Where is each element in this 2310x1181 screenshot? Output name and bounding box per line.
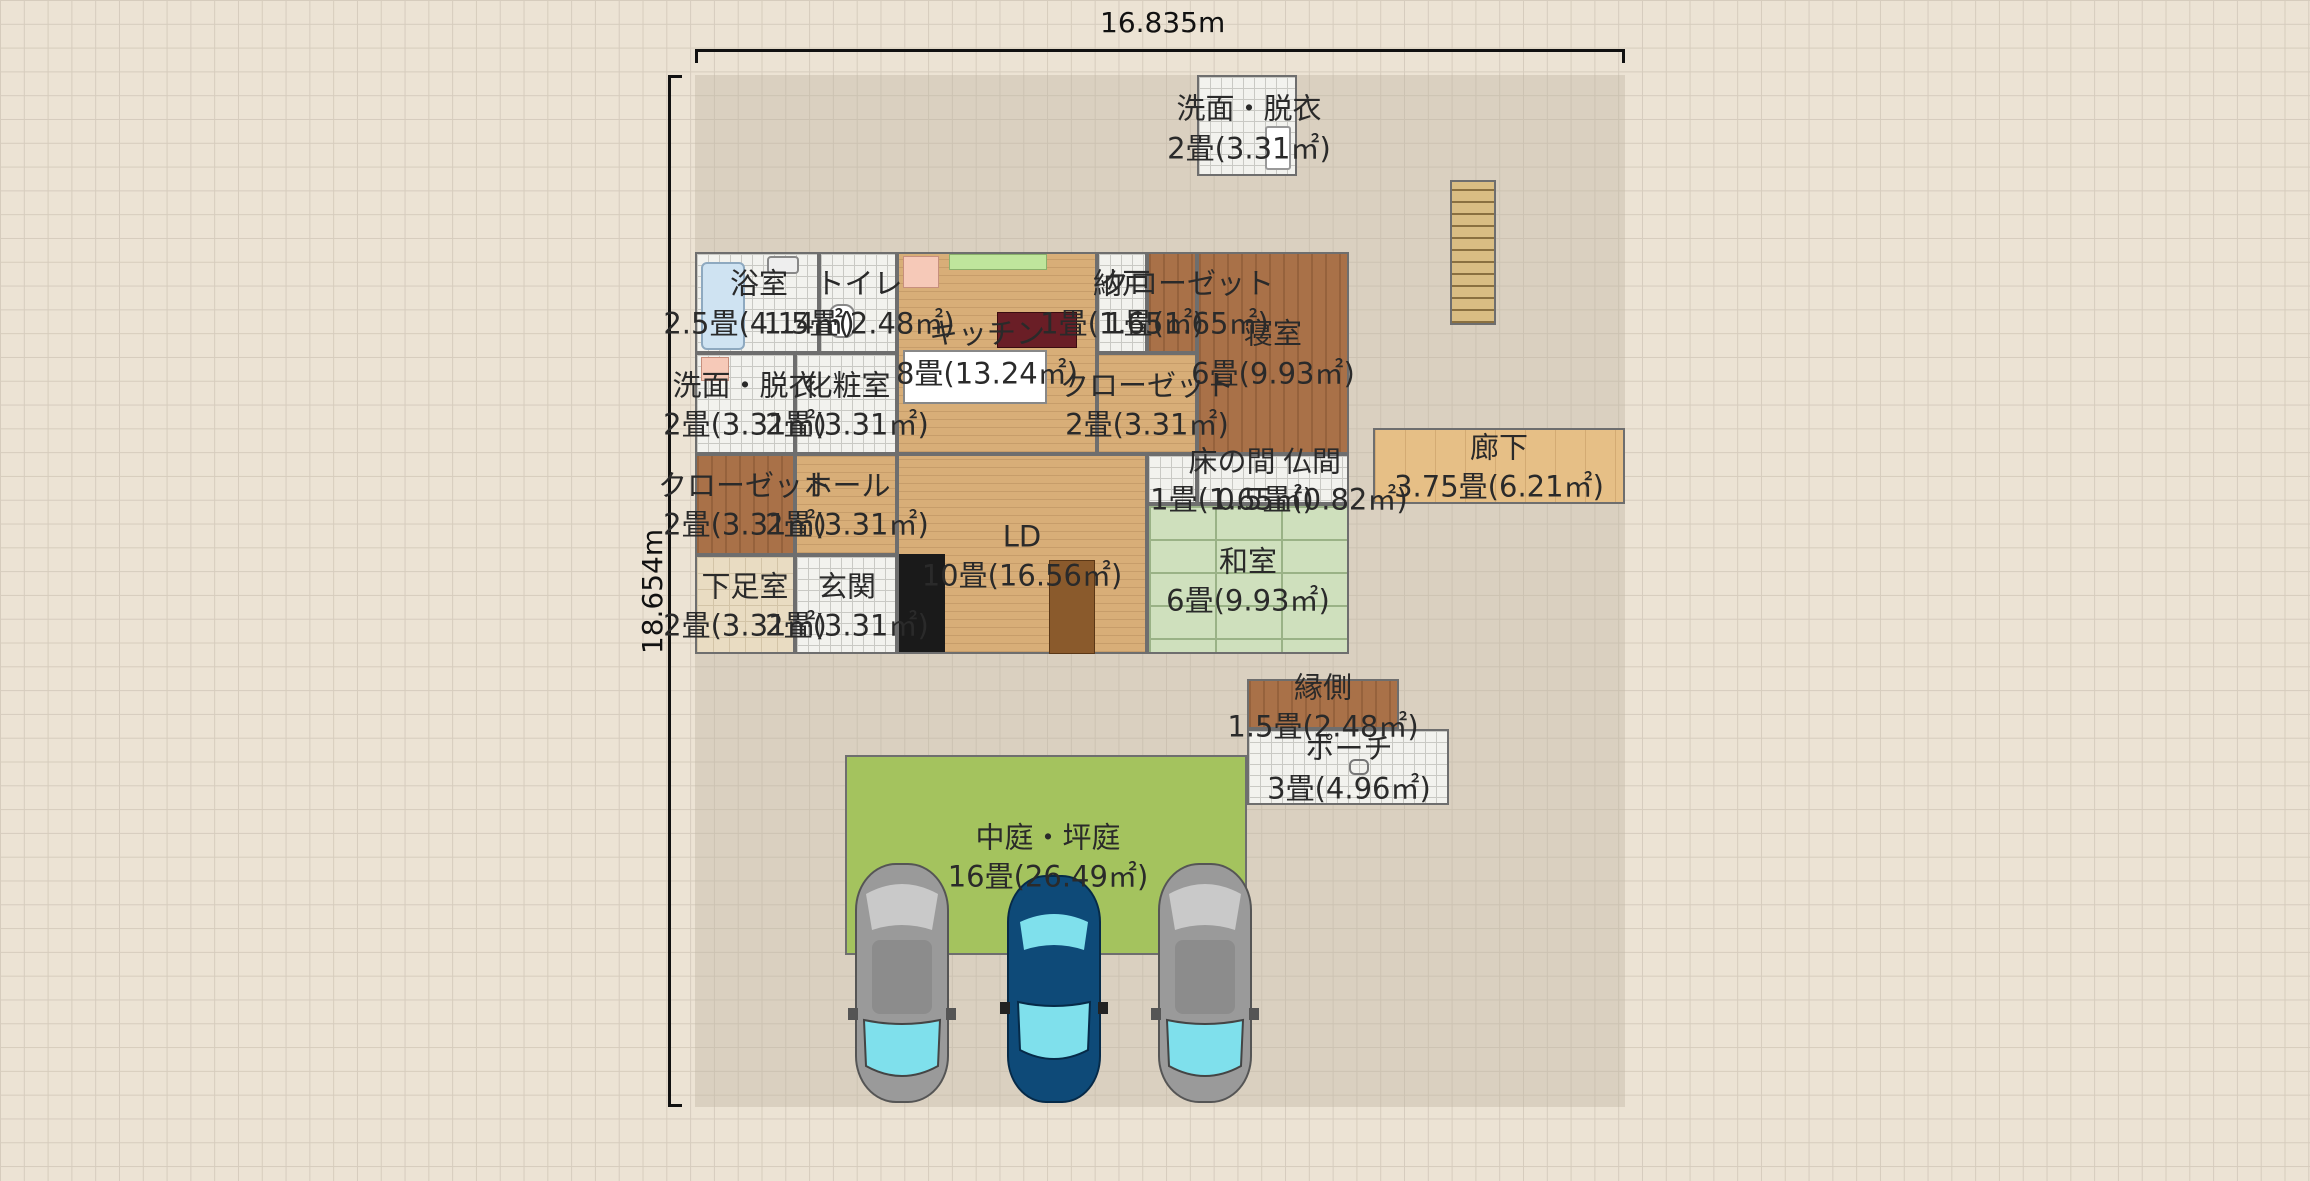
room-closet-top[interactable] (1147, 252, 1197, 353)
car-left-icon (848, 863, 956, 1103)
toilet-icon (829, 304, 855, 338)
bathtub-icon (701, 262, 745, 350)
washer-icon (701, 357, 729, 381)
width-dimension-line (695, 49, 1625, 52)
room-keshoshitsu[interactable] (795, 353, 897, 454)
room-senmen-top[interactable] (1197, 75, 1297, 176)
room-kitchen[interactable] (897, 252, 1097, 454)
room-washitsu[interactable] (1147, 504, 1349, 654)
shower-icon (767, 256, 799, 274)
room-closet-mid[interactable] (1097, 353, 1197, 454)
room-roka[interactable] (1373, 428, 1625, 504)
width-dimension-tick-right (1622, 49, 1625, 63)
car-right-icon (1151, 863, 1259, 1103)
room-closet-left[interactable] (695, 454, 795, 555)
width-dimension-label: 16.835m (1100, 6, 1226, 39)
room-toilet[interactable] (819, 252, 897, 353)
stairs-icon[interactable] (1450, 180, 1496, 325)
stove-icon (903, 350, 1047, 404)
door-icon (1049, 560, 1095, 654)
car-center-icon (1000, 875, 1108, 1103)
height-dimension-line (668, 75, 671, 1107)
room-senmen-left[interactable] (695, 353, 795, 454)
height-dimension-tick-bottom (668, 1104, 682, 1107)
stove-heater-icon (899, 554, 945, 652)
room-butsuma[interactable] (1197, 454, 1349, 504)
room-tokonoma[interactable] (1147, 454, 1197, 504)
room-yokushitsu[interactable] (695, 252, 819, 353)
room-genkan[interactable] (795, 555, 897, 654)
sink-icon (1265, 126, 1291, 170)
counter-icon (949, 254, 1047, 270)
room-shitaashi[interactable] (695, 555, 795, 654)
room-hall[interactable] (795, 454, 897, 555)
fridge-icon (903, 256, 939, 288)
height-dimension-label: 18.654m (636, 528, 670, 655)
room-ld[interactable] (897, 454, 1147, 654)
width-dimension-tick-left (695, 49, 698, 63)
room-shinshitsu[interactable] (1197, 252, 1349, 454)
dining-table-icon (997, 312, 1077, 348)
room-porch[interactable] (1247, 729, 1449, 805)
room-nando[interactable] (1097, 252, 1147, 353)
plant-pot-icon (1349, 759, 1369, 775)
height-dimension-tick-top (668, 75, 682, 78)
room-engawa[interactable] (1247, 679, 1399, 729)
